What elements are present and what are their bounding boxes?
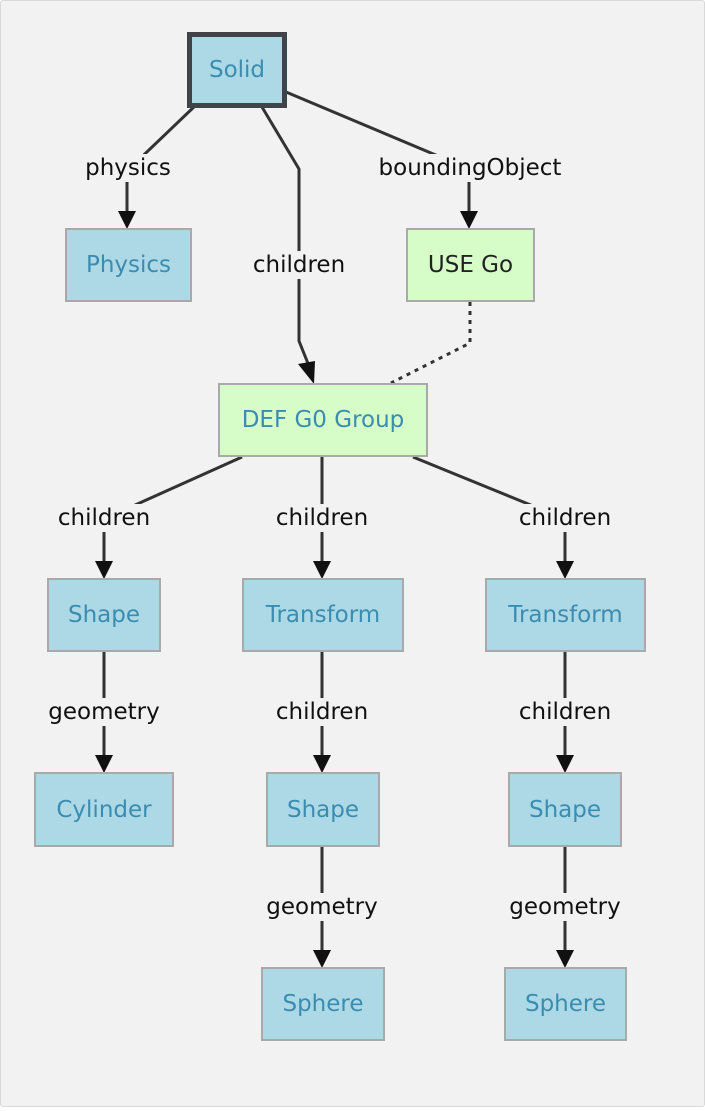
arrowhead [95, 561, 113, 579]
arrowhead [556, 755, 574, 773]
node-physics[interactable]: Physics [65, 228, 192, 302]
node-use-go[interactable]: USE Go [406, 228, 535, 302]
arrowhead [118, 211, 136, 229]
node-cylinder[interactable]: Cylinder [34, 772, 174, 847]
edge-label-children: children [515, 504, 615, 532]
node-shape[interactable]: Shape [266, 772, 380, 847]
edge-label-geometry: geometry [506, 893, 624, 921]
node-solid[interactable]: Solid [187, 32, 287, 108]
edge-use-reference [390, 302, 472, 385]
arrowhead [460, 211, 478, 229]
node-sphere[interactable]: Sphere [504, 967, 627, 1041]
node-sphere[interactable]: Sphere [261, 967, 385, 1041]
edge-label-children: children [515, 698, 615, 726]
arrowhead [556, 561, 574, 579]
edge-label-children: children [272, 698, 372, 726]
node-transform[interactable]: Transform [242, 578, 404, 652]
edge-label-geometry: geometry [45, 698, 163, 726]
node-def-g0-group[interactable]: DEF G0 Group [218, 383, 428, 457]
edge-label-physics: physics [82, 154, 174, 182]
edge-label-children: children [249, 251, 349, 279]
node-transform[interactable]: Transform [485, 578, 646, 652]
arrowhead [313, 755, 331, 773]
edge-label-children: children [272, 504, 372, 532]
arrowhead [313, 561, 331, 579]
edge-solid-children [260, 106, 313, 372]
arrowhead [298, 361, 315, 384]
edge-label-geometry: geometry [263, 893, 381, 921]
edge-label-bounding-object: boundingObject [375, 154, 565, 182]
arrowhead [313, 950, 331, 968]
node-shape[interactable]: Shape [47, 578, 161, 652]
arrowhead [556, 950, 574, 968]
arrowhead [95, 755, 113, 773]
edge-label-children: children [54, 504, 154, 532]
node-shape[interactable]: Shape [508, 772, 622, 847]
edge-solid-bounding [285, 90, 471, 214]
